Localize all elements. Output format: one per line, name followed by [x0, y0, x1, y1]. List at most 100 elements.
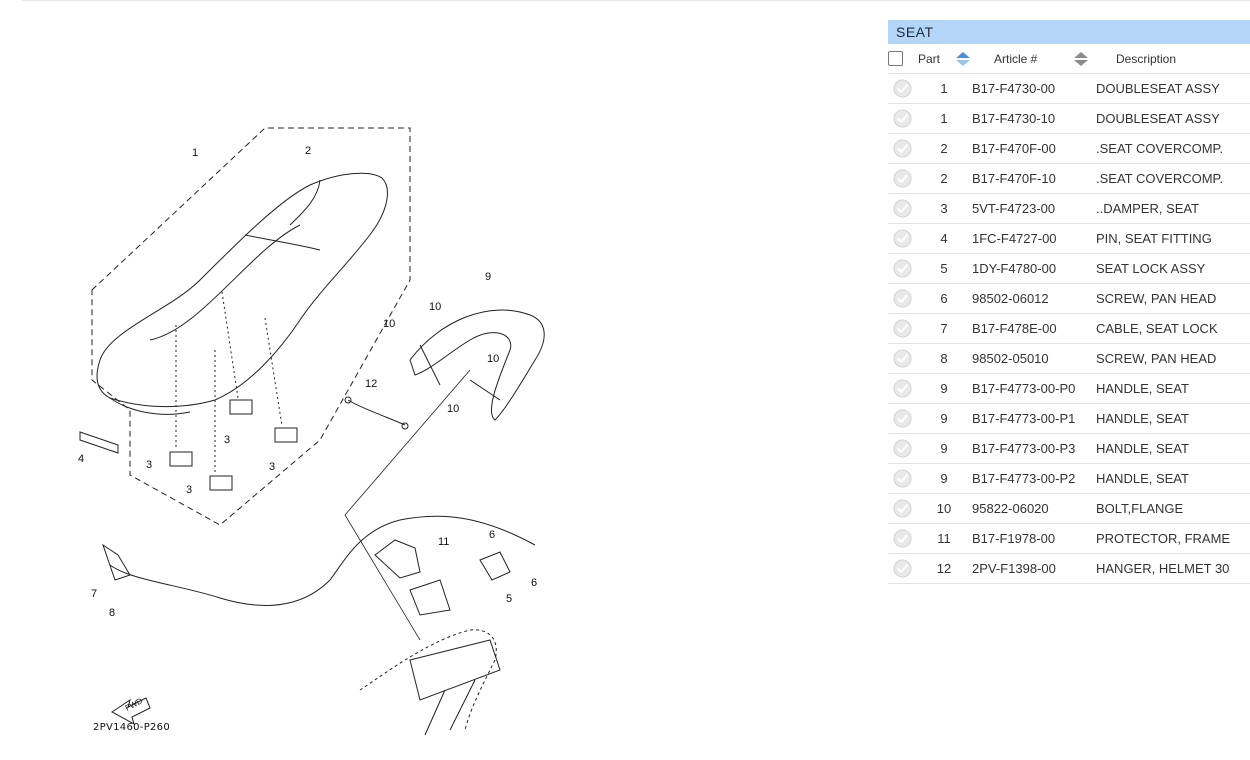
check-circle-icon[interactable]	[892, 499, 912, 518]
damper-3	[229, 399, 253, 415]
check-circle-icon[interactable]	[892, 289, 912, 308]
check-circle-icon[interactable]	[892, 349, 912, 368]
check-circle-icon[interactable]	[892, 259, 912, 278]
check-circle-icon[interactable]	[892, 469, 912, 488]
select-all-checkbox[interactable]	[888, 51, 903, 67]
svg-text:7: 7	[91, 588, 97, 600]
row-check-cell	[888, 523, 916, 554]
damper-4	[274, 427, 298, 443]
row-part-number: 9	[916, 463, 972, 494]
select-all-cell	[888, 44, 916, 74]
parts-list-panel: SEAT Part	[888, 20, 1250, 584]
check-circle-icon[interactable]	[892, 109, 912, 128]
row-description: HANDLE, SEAT	[1096, 403, 1250, 434]
row-description: SCREW, PAN HEAD	[1096, 343, 1250, 374]
check-circle-icon[interactable]	[892, 409, 912, 428]
row-part-number: 3	[916, 193, 972, 224]
row-article-number[interactable]: B17-F4773-00-P0	[972, 373, 1096, 404]
assembly-outline	[91, 127, 411, 526]
row-description: SCREW, PAN HEAD	[1096, 283, 1250, 314]
row-article-number[interactable]: B17-F4730-00	[972, 73, 1096, 104]
svg-text:9: 9	[485, 271, 491, 283]
svg-text:5: 5	[506, 593, 512, 605]
row-description: SEAT LOCK ASSY	[1096, 253, 1250, 284]
check-circle-icon[interactable]	[892, 169, 912, 188]
parts-diagram-drawing: 1 2 3 3 3 3 4 5 6 6 7 8 9 10 10 10 10 11…	[78, 127, 545, 736]
check-circle-icon[interactable]	[892, 439, 912, 458]
row-part-number: 11	[916, 523, 972, 554]
row-article-number[interactable]: B17-F4773-00-P1	[972, 403, 1096, 434]
row-description: DOUBLESEAT ASSY	[1096, 73, 1250, 104]
row-part-number: 2	[916, 133, 972, 164]
row-part-number: 9	[916, 403, 972, 434]
row-article-number[interactable]: B17-F478E-00	[972, 313, 1096, 344]
svg-text:3: 3	[186, 484, 192, 496]
column-header-description[interactable]: Description	[1096, 44, 1250, 74]
row-article-number[interactable]: B17-F470F-10	[972, 163, 1096, 194]
panel-title: SEAT	[888, 20, 1250, 44]
row-part-number: 2	[916, 163, 972, 194]
row-article-number[interactable]: B17-F4730-10	[972, 103, 1096, 134]
table-header-row: Part Article #	[888, 44, 1250, 74]
sort-asc-icon[interactable]	[954, 50, 972, 68]
row-description: PIN, SEAT FITTING	[1096, 223, 1250, 254]
check-circle-icon[interactable]	[892, 529, 912, 548]
row-check-cell	[888, 223, 916, 254]
sort-both-icon[interactable]	[1072, 50, 1090, 68]
row-check-cell	[888, 463, 916, 494]
row-check-cell	[888, 283, 916, 314]
check-circle-icon[interactable]	[892, 79, 912, 98]
row-description: HANGER, HELMET 30	[1096, 553, 1250, 584]
row-article-number[interactable]: 1DY-F4780-00	[972, 253, 1096, 284]
column-header-article[interactable]: Article #	[972, 44, 1096, 74]
row-check-cell	[888, 373, 916, 404]
seat-body	[96, 172, 388, 408]
check-circle-icon[interactable]	[892, 139, 912, 158]
check-circle-icon[interactable]	[892, 379, 912, 398]
row-article-number[interactable]: 95822-06020	[972, 493, 1096, 524]
row-article-number[interactable]: 98502-06012	[972, 283, 1096, 314]
check-circle-icon[interactable]	[892, 199, 912, 218]
row-check-cell	[888, 73, 916, 104]
check-circle-icon[interactable]	[892, 559, 912, 578]
row-article-number[interactable]: 5VT-F4723-00	[972, 193, 1096, 224]
row-check-cell	[888, 433, 916, 464]
row-check-cell	[888, 163, 916, 194]
row-article-number[interactable]: B17-F4773-00-P2	[972, 463, 1096, 494]
check-circle-icon[interactable]	[892, 319, 912, 338]
damper-1	[169, 451, 193, 467]
row-description: DOUBLESEAT ASSY	[1096, 103, 1250, 134]
row-article-number[interactable]: 1FC-F4727-00	[972, 223, 1096, 254]
column-header-part[interactable]: Part	[916, 44, 972, 74]
svg-text:10: 10	[447, 403, 459, 415]
row-article-number[interactable]: B17-F1978-00	[972, 523, 1096, 554]
row-article-number[interactable]: B17-F470F-00	[972, 133, 1096, 164]
check-circle-icon[interactable]	[892, 229, 912, 248]
row-check-cell	[888, 133, 916, 164]
helmet-hanger	[347, 399, 406, 426]
row-check-cell	[888, 313, 916, 344]
row-article-number[interactable]: 98502-05010	[972, 343, 1096, 374]
fwd-arrow	[111, 697, 151, 726]
row-article-number[interactable]: B17-F4773-00-P3	[972, 433, 1096, 464]
column-header-description-label: Description	[1116, 51, 1177, 66]
row-article-number[interactable]: 2PV-F1398-00	[972, 553, 1096, 584]
row-check-cell	[888, 553, 916, 584]
